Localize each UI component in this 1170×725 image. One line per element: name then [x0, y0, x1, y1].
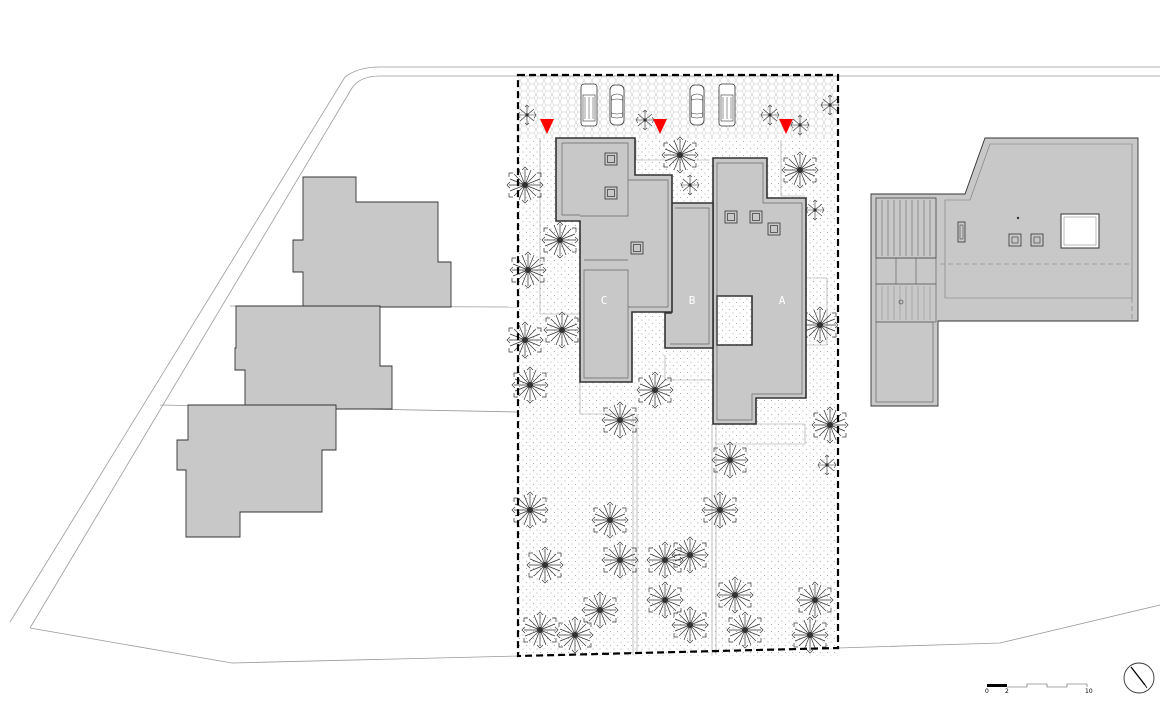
scale-tick-10: 10 — [1085, 688, 1093, 695]
building-internal-lines — [561, 142, 803, 421]
entrance-marker-icon — [779, 119, 793, 134]
plot-boundary — [516, 73, 840, 658]
building-label-c: C — [601, 294, 608, 307]
scale-bar: 0 2 10 — [985, 683, 1093, 695]
entrance-markers — [540, 119, 793, 134]
scale-tick-2: 2 — [1005, 688, 1009, 695]
building-b — [664, 202, 714, 349]
building-label-a: A — [779, 294, 786, 307]
building-label-b: B — [689, 294, 696, 307]
north-arrow-icon — [1123, 662, 1155, 694]
entrance-marker-icon — [540, 119, 554, 134]
entrance-marker-icon — [653, 119, 667, 134]
scale-tick-0: 0 — [985, 688, 989, 695]
building-a — [712, 157, 807, 425]
neighbour-house-right — [870, 137, 1139, 407]
neighbour-houses-left — [176, 176, 452, 538]
